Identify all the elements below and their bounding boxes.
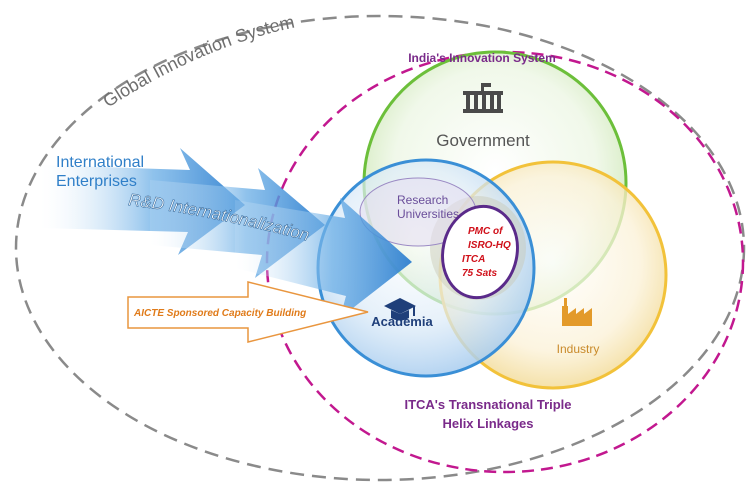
government-label: Government xyxy=(436,131,530,150)
academia-label: Academia xyxy=(371,314,433,329)
pmc-line1: PMC of xyxy=(468,226,504,237)
industry-label: Industry xyxy=(557,342,600,356)
rd-arrow-3 xyxy=(235,198,412,318)
global-system-label: Global Innovation System xyxy=(99,12,296,112)
research-universities-line1: Research xyxy=(397,193,448,207)
pmc-line4: 75 Sats xyxy=(462,268,497,279)
pmc-line2: ISRO-HQ xyxy=(468,240,511,251)
pmc-oval xyxy=(441,204,519,300)
government-building-icon xyxy=(463,83,503,113)
pmc-line3: ITCA xyxy=(462,254,485,265)
international-label-line2: Enterprises xyxy=(56,173,137,190)
global-system-boundary xyxy=(14,14,746,482)
graduation-cap-icon xyxy=(384,298,416,321)
international-label-line1: International xyxy=(56,154,144,171)
itca-label-line2: Helix Linkages xyxy=(442,416,533,431)
india-system-label: India's Innovation System xyxy=(408,51,556,65)
research-universities-line2: Universities xyxy=(397,207,459,221)
factory-icon xyxy=(562,298,592,326)
aicte-label: AICTE Sponsored Capacity Building xyxy=(133,308,306,319)
rd-arrows xyxy=(40,148,412,318)
aicte-arrow xyxy=(127,281,369,343)
itca-label-line1: ITCA's Transnational Triple xyxy=(404,397,571,412)
